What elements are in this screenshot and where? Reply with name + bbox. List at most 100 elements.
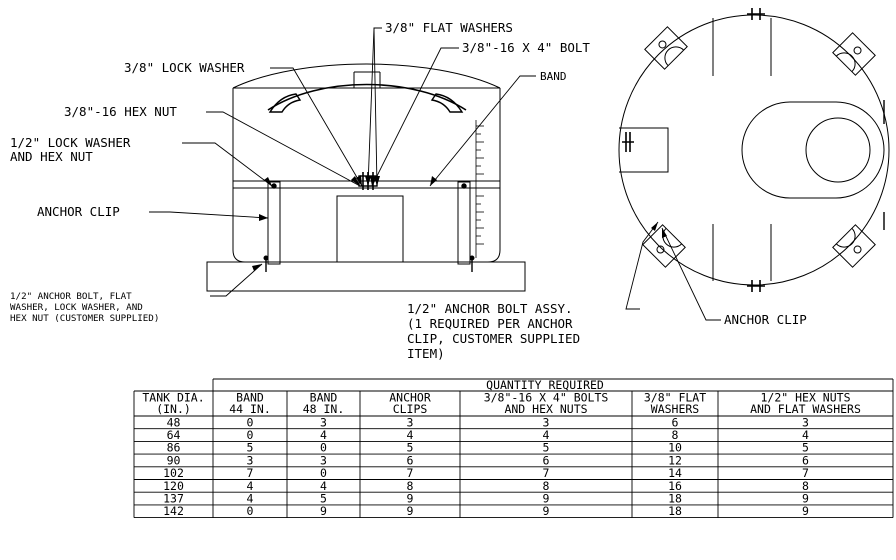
table-cell: 64 xyxy=(167,428,181,442)
callout-anchor-bolt-line3: HEX NUT (CUSTOMER SUPPLIED) xyxy=(10,313,159,324)
table-column-header: (IN.) xyxy=(156,402,191,416)
table-cell: 5 xyxy=(407,441,414,455)
table-cell: 137 xyxy=(163,492,184,506)
table-cell: 3 xyxy=(320,453,327,467)
table-column-header: BAND xyxy=(236,391,264,405)
table-cell: 18 xyxy=(668,492,682,506)
table-cell: 6 xyxy=(543,453,550,467)
callout-assy-line2: (1 REQUIRED PER ANCHOR xyxy=(407,316,573,331)
table-cell: 120 xyxy=(163,479,184,493)
table-cell: 102 xyxy=(163,466,184,480)
table-cell: 9 xyxy=(543,504,550,518)
callout-assy-line4: ITEM) xyxy=(407,346,445,361)
table-column-header: BAND xyxy=(310,391,338,405)
callout-assy-line3: CLIP, CUSTOMER SUPPLIED xyxy=(407,331,580,346)
table-cell: 8 xyxy=(407,479,414,493)
table-cell: 4 xyxy=(543,428,550,442)
table-column-header: TANK DIA. xyxy=(142,391,204,405)
table-cell: 5 xyxy=(802,441,809,455)
tank-lid xyxy=(353,71,381,88)
table-cell: 5 xyxy=(320,492,327,506)
table-cell: 0 xyxy=(320,441,327,455)
table-cell: 7 xyxy=(802,466,809,480)
table-cell: 4 xyxy=(247,492,254,506)
table-group-header: QUANTITY REQUIRED xyxy=(486,378,604,392)
table-cell: 4 xyxy=(407,428,414,442)
table-cell: 9 xyxy=(802,492,809,506)
table-cell: 0 xyxy=(247,415,254,429)
anchor-clip-right xyxy=(457,181,471,265)
tank-outline-circle xyxy=(618,14,890,286)
table-column-header: ANCHOR xyxy=(389,391,431,405)
table-cell: 12 xyxy=(668,453,682,467)
table-cell: 14 xyxy=(668,466,682,480)
table-cell: 10 xyxy=(668,441,682,455)
table-cell: 3 xyxy=(407,415,414,429)
table-cell: 0 xyxy=(247,504,254,518)
callout-anchor-clip-left: ANCHOR CLIP xyxy=(37,204,120,219)
callout-hex-nut: 3/8"-16 HEX NUT xyxy=(64,104,177,119)
tank-dome xyxy=(232,63,501,89)
outlet-box xyxy=(336,195,404,263)
table-column-header: 1/2" HEX NUTS xyxy=(760,391,850,405)
table-cell: 6 xyxy=(407,453,414,467)
table-cell: 9 xyxy=(407,492,414,506)
table-cell: 6 xyxy=(672,415,679,429)
leader-arrows xyxy=(252,175,667,271)
table-cell: 8 xyxy=(802,479,809,493)
table-cell: 0 xyxy=(247,428,254,442)
table-cell: 9 xyxy=(543,492,550,506)
table-cell: 5 xyxy=(543,441,550,455)
callout-anchor-clip-right: ANCHOR CLIP xyxy=(724,312,807,327)
table-cell: 4 xyxy=(802,428,809,442)
table-cell: 3 xyxy=(543,415,550,429)
top-anchor-clip-ne xyxy=(832,32,876,76)
leader-lines xyxy=(149,27,721,321)
top-anchor-clip-se xyxy=(832,224,876,268)
tank-body xyxy=(232,88,501,263)
top-anchor-clip-nw xyxy=(644,26,688,70)
callout-bolt: 3/8"-16 X 4" BOLT xyxy=(462,40,590,55)
table-cell: 3 xyxy=(320,415,327,429)
table-cell: 48 xyxy=(167,415,181,429)
callout-lock-washer: 3/8" LOCK WASHER xyxy=(124,60,245,75)
callout-half-lock-washer: 1/2" LOCK WASHER xyxy=(10,135,131,150)
table-cell: 86 xyxy=(167,441,181,455)
level-gauge xyxy=(475,120,484,258)
table-cell: 7 xyxy=(407,466,414,480)
manway xyxy=(741,101,885,199)
table-cell: 4 xyxy=(320,479,327,493)
table-cell: 7 xyxy=(247,466,254,480)
table-cell: 8 xyxy=(543,479,550,493)
table-cell: 3 xyxy=(802,415,809,429)
table-column-header: 3/8" FLAT xyxy=(644,391,706,405)
callout-half-hex-nut: AND HEX NUT xyxy=(10,149,93,164)
table-cell: 7 xyxy=(543,466,550,480)
table-column-header: 48 IN. xyxy=(303,402,345,416)
callout-band: BAND xyxy=(540,70,567,83)
table-column-header: 3/8"-16 X 4" BOLTS xyxy=(484,391,609,405)
table-cell: 16 xyxy=(668,479,682,493)
callout-assy-line1: 1/2" ANCHOR BOLT ASSY. xyxy=(407,301,573,316)
table-cell: 5 xyxy=(247,441,254,455)
callout-anchor-bolt-line1: 1/2" ANCHOR BOLT, FLAT xyxy=(10,291,132,302)
callout-flat-washers: 3/8" FLAT WASHERS xyxy=(385,20,513,35)
lift-handle-right xyxy=(430,93,464,113)
table-cell: 6 xyxy=(802,453,809,467)
table-cell: 4 xyxy=(320,428,327,442)
top-anchor-clip-sw xyxy=(642,224,686,268)
table-column-header: CLIPS xyxy=(393,402,428,416)
top-view xyxy=(618,8,890,292)
lid-circle xyxy=(805,117,871,183)
table-cell: 0 xyxy=(320,466,327,480)
callouts: 3/8" FLAT WASHERS 3/8"-16 X 4" BOLT 3/8"… xyxy=(10,20,807,361)
callout-anchor-bolt-line2: WASHER, LOCK WASHER, AND xyxy=(10,302,143,313)
table-column-header: 44 IN. xyxy=(229,402,271,416)
anchor-clip-left xyxy=(267,181,281,265)
table-cell: 9 xyxy=(407,504,414,518)
table-cell: 4 xyxy=(247,479,254,493)
table-column-header: WASHERS xyxy=(651,402,700,416)
table-cell: 9 xyxy=(320,504,327,518)
